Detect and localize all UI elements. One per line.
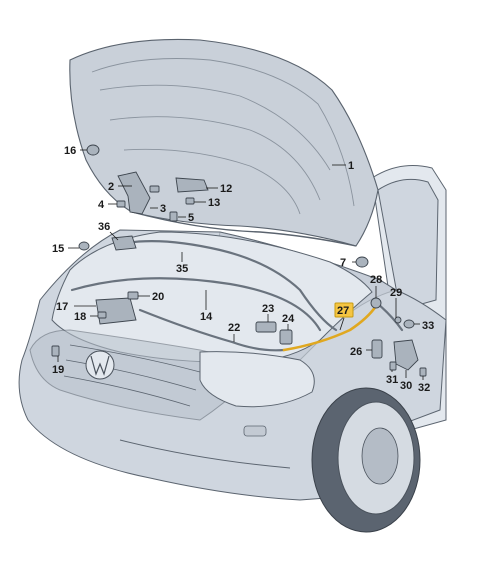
cable-35: [118, 239, 338, 332]
callout-15: 15: [52, 243, 64, 255]
cables: [70, 239, 404, 352]
callout-28: 28: [370, 274, 382, 286]
callout-1: 1: [348, 160, 354, 172]
cable-22: [138, 308, 286, 352]
callout-27-highlight: [334, 302, 354, 318]
callout-12: 12: [220, 183, 232, 195]
leader-lines: [57, 149, 424, 380]
callout-22: 22: [228, 322, 240, 334]
callout-19: 19: [52, 364, 64, 376]
callout-16: 16: [64, 145, 76, 157]
callout-31: 31: [386, 374, 398, 386]
callout-2: 2: [108, 181, 114, 193]
parts: [51, 144, 427, 377]
callout-labels: 1 2 3 4 5 7 12 13 14 15 16 17 18 19 20 2…: [52, 145, 434, 394]
callout-18: 18: [74, 311, 86, 323]
callout-7: 7: [340, 257, 346, 269]
callout-13: 13: [208, 197, 220, 209]
cable-27-highlighted: [282, 304, 378, 352]
callout-17: 17: [56, 301, 68, 313]
callout-4: 4: [98, 199, 105, 211]
hood-panel: [69, 38, 379, 247]
callout-26: 26: [350, 346, 362, 358]
callout-29: 29: [390, 287, 402, 299]
callout-27: 27: [337, 305, 349, 317]
callout-23: 23: [262, 303, 274, 315]
callout-5: 5: [188, 212, 194, 224]
callout-35: 35: [176, 263, 188, 275]
callout-32: 32: [418, 382, 430, 394]
cable-14: [70, 277, 322, 332]
callout-33: 33: [422, 320, 434, 332]
callout-30: 30: [400, 380, 412, 392]
callout-36: 36: [98, 221, 110, 233]
callout-14: 14: [200, 311, 213, 323]
callout-24: 24: [282, 313, 295, 325]
front-wheel: [311, 387, 421, 533]
callout-3: 3: [160, 203, 166, 215]
callout-20: 20: [152, 291, 164, 303]
